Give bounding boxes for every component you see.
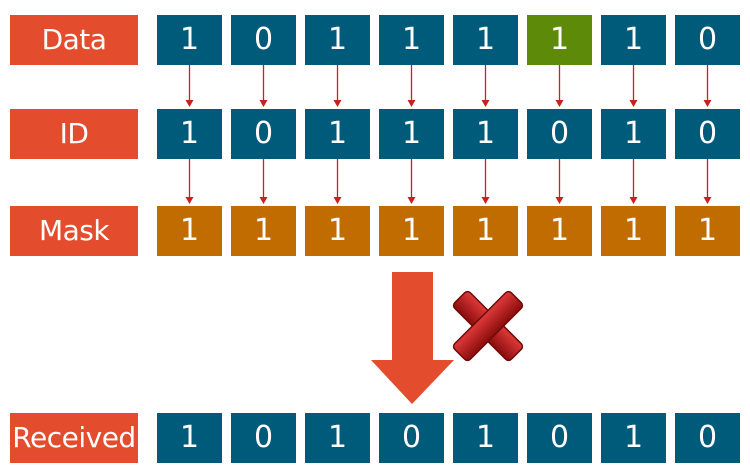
bit-arrow-0-3 (407, 65, 416, 107)
received-bit-4: 1 (453, 413, 518, 463)
bit-arrow-0-2 (333, 65, 342, 107)
bit-arrow-1-0 (185, 159, 194, 204)
mask-bit-2: 1 (305, 206, 370, 256)
data-bit-1: 0 (231, 15, 296, 65)
data-bit-4: 1 (453, 15, 518, 65)
received-bit-5: 0 (527, 413, 592, 463)
received-bit-3: 0 (379, 413, 444, 463)
mask-bit-0: 1 (157, 206, 222, 256)
bit-arrow-1-6 (629, 159, 638, 204)
id-bit-1: 0 (231, 109, 296, 159)
bit-arrow-1-2 (333, 159, 342, 204)
bit-arrow-1-5 (555, 159, 564, 204)
id-bit-6: 1 (601, 109, 666, 159)
bit-arrow-0-5 (555, 65, 564, 107)
row-label-received: Received (10, 413, 138, 463)
bit-arrow-1-1 (259, 159, 268, 204)
row-label-id: ID (10, 109, 138, 159)
id-bit-3: 1 (379, 109, 444, 159)
bit-arrow-1-3 (407, 159, 416, 204)
row-label-data: Data (10, 15, 138, 65)
bit-arrow-0-1 (259, 65, 268, 107)
data-bit-2: 1 (305, 15, 370, 65)
received-bit-6: 1 (601, 413, 666, 463)
mask-bit-3: 1 (379, 206, 444, 256)
received-bit-1: 0 (231, 413, 296, 463)
bit-arrow-0-7 (703, 65, 712, 107)
data-bit-5: 1 (527, 15, 592, 65)
mask-bit-7: 1 (675, 206, 740, 256)
id-bit-0: 1 (157, 109, 222, 159)
id-bit-4: 1 (453, 109, 518, 159)
received-bit-0: 1 (157, 413, 222, 463)
mask-bit-4: 1 (453, 206, 518, 256)
id-bit-5: 0 (527, 109, 592, 159)
row-label-mask: Mask (10, 206, 138, 256)
id-bit-2: 1 (305, 109, 370, 159)
data-bit-6: 1 (601, 15, 666, 65)
mask-bit-6: 1 (601, 206, 666, 256)
data-bit-3: 1 (379, 15, 444, 65)
bit-arrow-0-4 (481, 65, 490, 107)
data-bit-0: 1 (157, 15, 222, 65)
mask-bit-1: 1 (231, 206, 296, 256)
bit-arrow-0-0 (185, 65, 194, 107)
bit-arrow-0-6 (629, 65, 638, 107)
data-bit-7: 0 (675, 15, 740, 65)
id-bit-7: 0 (675, 109, 740, 159)
bit-arrow-1-4 (481, 159, 490, 204)
received-bit-2: 1 (305, 413, 370, 463)
received-bit-7: 0 (675, 413, 740, 463)
mask-bit-5: 1 (527, 206, 592, 256)
bit-arrow-1-7 (703, 159, 712, 204)
